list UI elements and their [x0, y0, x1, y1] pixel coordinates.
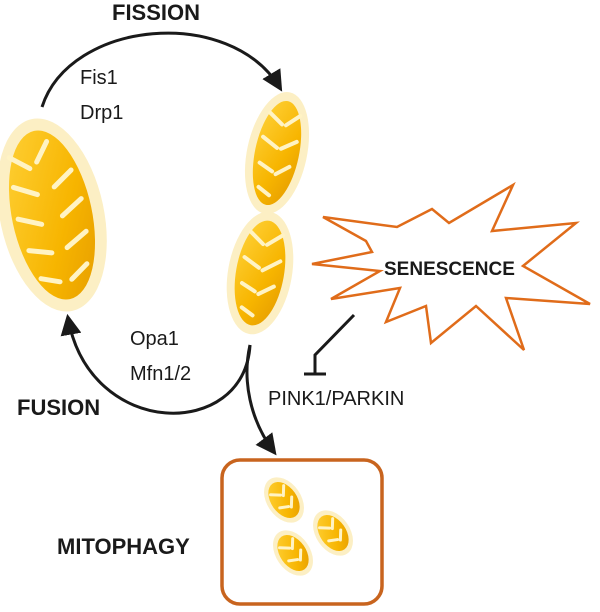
fusion-arrow [60, 313, 252, 415]
mitochondrion-large [0, 118, 107, 312]
mitophagy-mitochondrion-2 [313, 510, 353, 556]
drp1-label: Drp1 [80, 102, 124, 124]
mitophagy-mitochondrion-3 [273, 530, 313, 576]
mitophagy-mitochondrion-1 [264, 477, 304, 523]
fusion-label: FUSION [17, 395, 101, 420]
senescence-starburst [311, 181, 591, 351]
mitophagy-box [220, 458, 384, 606]
mfn12-label: Mfn1/2 [130, 363, 192, 385]
opa1-label: Opa1 [130, 328, 179, 350]
mitochondrion-fission-bottom [226, 211, 294, 335]
fission-label: FISSION [112, 0, 201, 25]
fis1-label: Fis1 [80, 67, 118, 89]
senescence-inhibition [304, 313, 356, 376]
senescence-label: SENESCENCE [384, 259, 515, 280]
mitochondrion-fission-top [244, 92, 310, 214]
fission-arrow [40, 31, 283, 108]
pink1-parkin-label: PINK1/PARKIN [268, 388, 405, 410]
mitophagy-label: MITOPHAGY [57, 534, 190, 559]
mitophagy-arrow [245, 344, 277, 456]
